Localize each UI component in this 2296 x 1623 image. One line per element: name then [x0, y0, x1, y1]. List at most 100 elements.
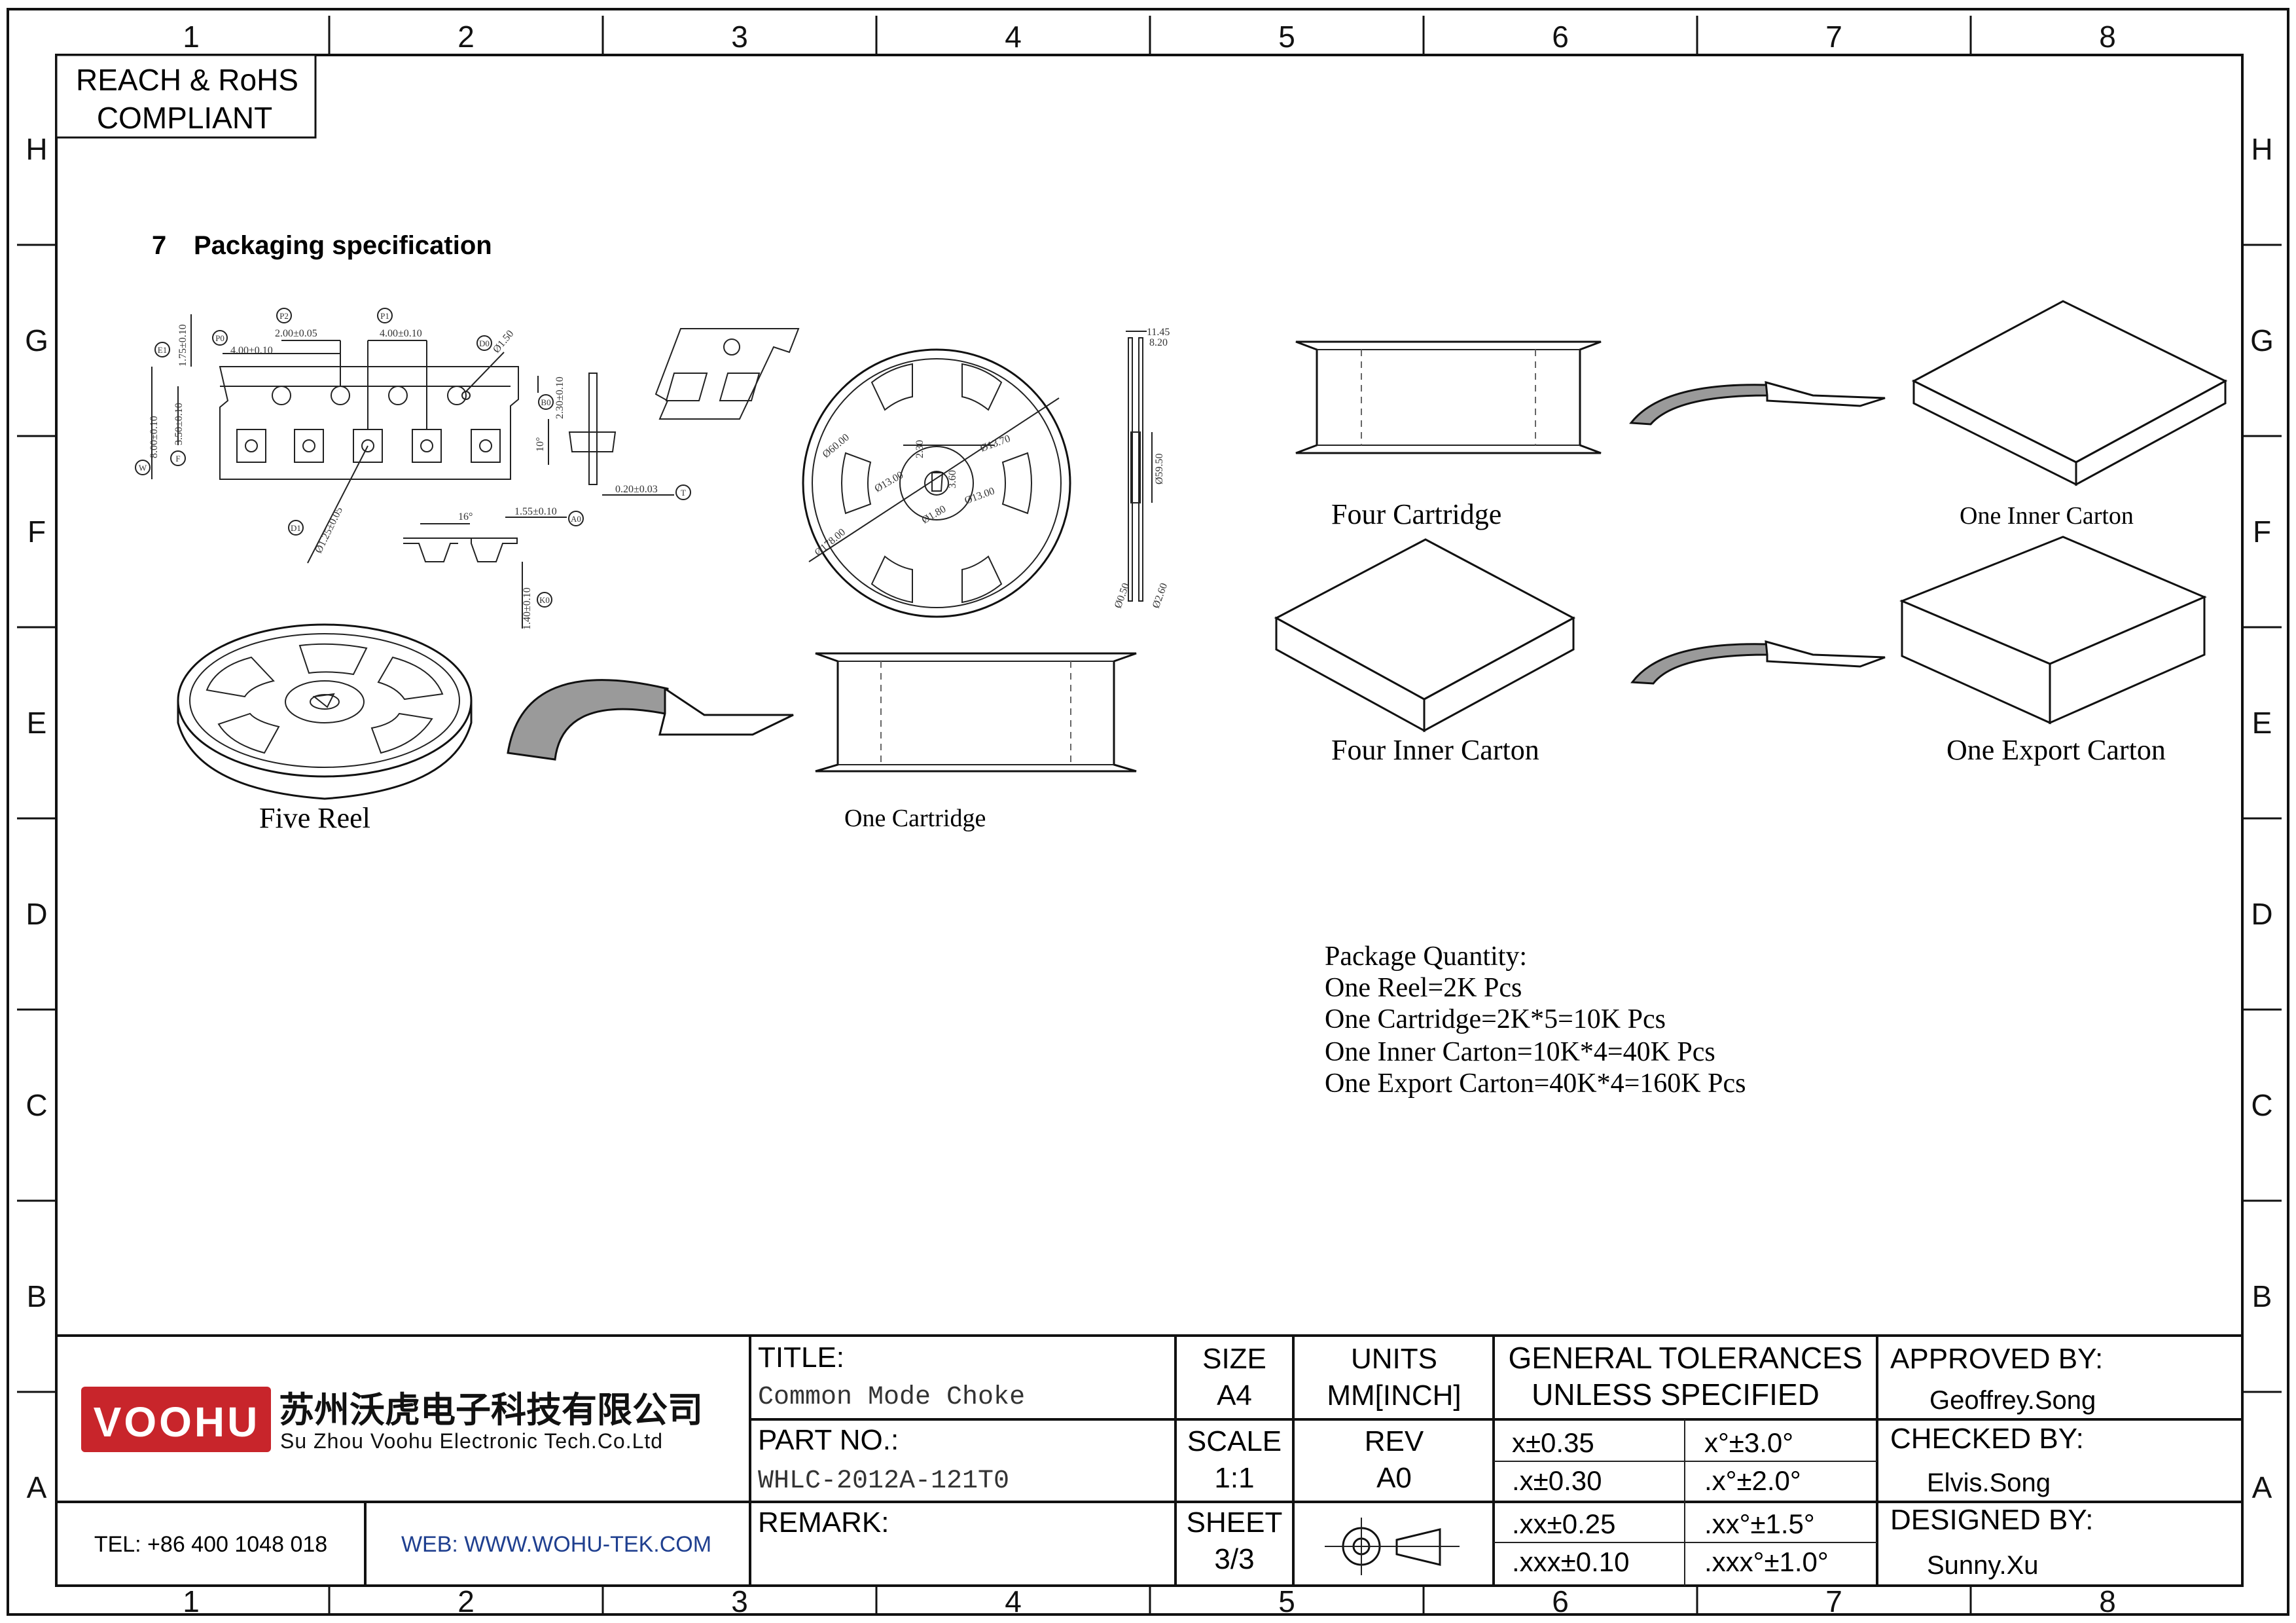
size-label: SIZE: [1202, 1343, 1266, 1375]
column-label: 3: [731, 20, 748, 54]
caption-one-inner-carton: One Inner Carton: [1960, 502, 2134, 530]
one-export-carton-box: [1899, 536, 2207, 725]
package-quantity-line: One Reel=2K Pcs: [1325, 973, 1522, 1003]
tolerance-linear: .xx±0.25: [1512, 1508, 1615, 1539]
dim-a0: 1.55±0.10: [514, 506, 557, 517]
tape-sample-iso: [655, 328, 800, 420]
column-label: 1: [183, 1584, 200, 1618]
column-label: 2: [457, 20, 475, 54]
captions: Five Reel One Cartridge Four Cartridge O…: [259, 498, 2166, 834]
row-label: E: [27, 706, 47, 740]
website: WEB: WWW.WOHU-TEK.COM: [401, 1532, 711, 1557]
voohu-logo: [81, 1387, 271, 1452]
column-label: 5: [1278, 20, 1295, 54]
tolerance-linear: .xxx±0.10: [1512, 1546, 1629, 1577]
label-d1: D1: [291, 523, 301, 533]
part-label: PART NO.:: [758, 1424, 899, 1456]
row-label: D: [26, 897, 47, 931]
reel-dim-small2: 3.60: [947, 470, 958, 488]
reel-dim-arbor: Ø60.00: [821, 431, 852, 460]
dim-angle2: 16°: [458, 511, 473, 522]
carrier-tape-drawing: 4.00±0.10 2.00±0.05 4.00±0.10 Ø1.50 1.75…: [135, 308, 691, 630]
designed-label: DESIGNED BY:: [1890, 1504, 2094, 1536]
tolerance-angular: .x°±2.0°: [1704, 1465, 1801, 1496]
units-label: UNITS: [1351, 1343, 1437, 1375]
dim-e1: 1.75±0.10: [177, 324, 188, 367]
checked-value: Elvis.Song: [1927, 1468, 2051, 1497]
column-ticks: [328, 16, 1972, 1614]
column-label: 3: [731, 1584, 748, 1618]
row-label: A: [27, 1470, 47, 1504]
column-label: 8: [2099, 1584, 2116, 1618]
row-label: C: [26, 1088, 47, 1122]
package-quantity-line: One Cartridge=2K*5=10K Pcs: [1325, 1004, 1666, 1034]
rev-label: REV: [1365, 1425, 1424, 1457]
company-name-en: Su Zhou Voohu Electronic Tech.Co.Ltd: [280, 1429, 663, 1453]
reel-dim-hub: Ø13.70: [979, 433, 1013, 454]
column-label: 1: [183, 20, 200, 54]
dim-p2: 2.00±0.05: [275, 328, 317, 339]
title-block: VOOHU 苏州沃虎电子科技有限公司 Su Zhou Voohu Electro…: [55, 1334, 2244, 1587]
tel: TEL: +86 400 1048 018: [94, 1532, 327, 1557]
dim-d0: Ø1.50: [491, 328, 516, 355]
row-ticks: [17, 244, 2282, 1393]
one-inner-carton-box: [1911, 300, 2228, 486]
column-label: 6: [1552, 1584, 1569, 1618]
row-labels-left: H G F E D C B A: [25, 132, 48, 1504]
approved-value: Geoffrey.Song: [1929, 1386, 2096, 1415]
sheet-value: 3/3: [1214, 1543, 1254, 1575]
column-label: 7: [1825, 20, 1842, 54]
row-label: E: [2252, 706, 2272, 740]
compliance-line2: COMPLIANT: [97, 101, 272, 135]
rev-value: A0: [1376, 1462, 1412, 1494]
column-label: 4: [1005, 1584, 1022, 1618]
label-p1: P1: [380, 311, 389, 321]
compliance-box: REACH & RoHS COMPLIANT: [55, 54, 317, 139]
designed-value: Sunny.Xu: [1927, 1551, 2039, 1580]
reel-dim-small1: 2.30: [914, 440, 925, 458]
size-value: A4: [1217, 1379, 1252, 1412]
side-dim-w2: 8.20: [1149, 337, 1168, 348]
row-label: B: [27, 1279, 47, 1313]
column-labels-bottom: 1 2 3 4 5 6 7 8: [183, 1584, 2116, 1618]
dim-angle1: 10°: [535, 437, 546, 452]
row-label: A: [2252, 1470, 2272, 1504]
row-label: H: [2251, 132, 2272, 166]
column-label: 4: [1005, 20, 1022, 54]
package-quantity-line: One Export Carton=40K*4=160K Pcs: [1325, 1068, 1746, 1099]
arrow-cartridge-to-inner: [1629, 380, 1886, 426]
compliance-line1: REACH & RoHS: [76, 63, 298, 97]
tolerance-linear: x±0.35: [1512, 1427, 1594, 1458]
reel-front-view: Ø178.00 Ø13.70 Ø13.00 Ø60.00 2.30 3.60 Ø…: [802, 348, 1071, 618]
side-dim-w1: 11.45: [1147, 327, 1170, 338]
column-label: 8: [2099, 20, 2116, 54]
side-dim-hub: Ø59.50: [1154, 453, 1165, 484]
section-number: 7: [152, 231, 166, 260]
reel-dim-small3: Ø1.80: [920, 503, 948, 526]
row-labels-right: H G F E D C B A: [2250, 132, 2274, 1504]
row-label: H: [26, 132, 47, 166]
tolerance-angular: x°±3.0°: [1704, 1427, 1793, 1458]
section-title: Packaging specification: [194, 231, 492, 260]
title-value: Common Mode Choke: [758, 1383, 1025, 1412]
dim-t: 0.20±0.03: [615, 484, 658, 495]
row-label: D: [2251, 897, 2272, 931]
section-heading: 7 Packaging specification: [152, 231, 492, 260]
units-value: MM[INCH]: [1327, 1379, 1461, 1412]
dim-w: 8.00±0.10: [149, 416, 160, 458]
scale-label: SCALE: [1187, 1425, 1282, 1457]
caption-four-cartridge: Four Cartridge: [1331, 498, 1501, 530]
caption-one-export-carton: One Export Carton: [1946, 734, 2166, 766]
title-label: TITLE:: [758, 1341, 844, 1374]
column-label: 6: [1552, 20, 1569, 54]
arrow-reel-to-cartridge: [507, 679, 794, 761]
remark-label: REMARK:: [758, 1506, 889, 1539]
approved-label: APPROVED BY:: [1890, 1343, 2103, 1375]
dim-p1: 4.00±0.10: [380, 328, 422, 339]
outer-frame: [7, 8, 2289, 1616]
tolerance-angular: .xx°±1.5°: [1704, 1508, 1815, 1539]
tolerance-heading-1: GENERAL TOLERANCES: [1508, 1341, 1862, 1375]
first-angle-projection-icon: [1325, 1518, 1460, 1575]
label-w: W: [139, 463, 147, 473]
